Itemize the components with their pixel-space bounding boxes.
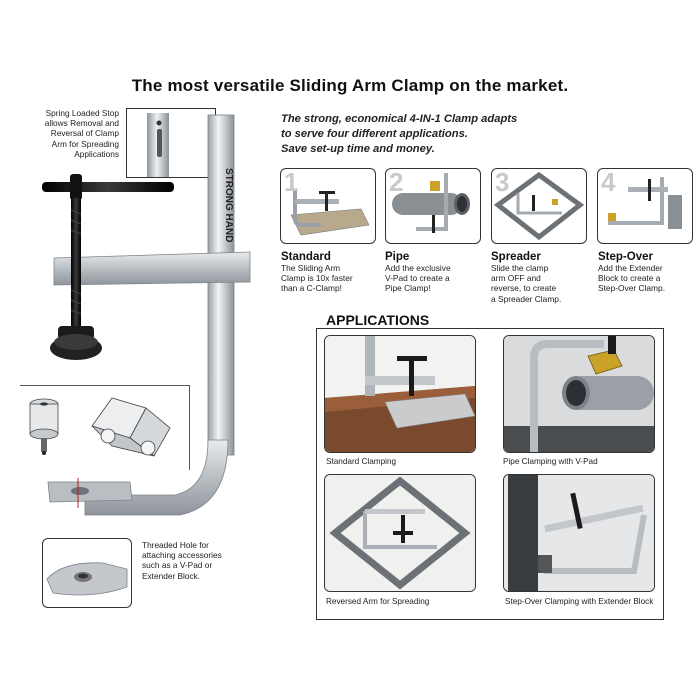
caption-standard-clamping: Standard Clamping <box>326 457 397 466</box>
feature-spreader: Spreader Slide the clamp arm OFF and rev… <box>491 251 591 304</box>
feature-number: 2 <box>389 168 404 197</box>
feature-desc-line: Slide the clamp <box>491 263 549 273</box>
page-headline: The most versatile Sliding Arm Clamp on … <box>131 76 569 95</box>
v-pad-accessory-image <box>20 385 190 470</box>
feature-number: 3 <box>495 168 510 197</box>
feature-title: Step-Over <box>598 251 653 263</box>
brand-text: STRONG HAND <box>223 168 234 242</box>
feature-desc-line: a Spreader Clamp. <box>491 293 562 304</box>
feature-desc-line: than a C-Clamp! <box>281 283 342 294</box>
applications-title: APPLICATIONS <box>326 312 430 328</box>
feature-desc-line: The Sliding Arm <box>281 263 341 273</box>
app-standard-clamping-image <box>324 335 476 453</box>
feature-number: 4 <box>601 168 616 197</box>
feature-step-over: Step-Over Add the Extender Block to crea… <box>598 251 698 294</box>
feature-desc-line: Add the Extender <box>598 263 663 273</box>
applications-panel <box>316 328 664 620</box>
feature-desc-line: reverse, to create <box>491 283 557 294</box>
feature-desc-line: arm OFF and <box>491 273 541 284</box>
feature-step-over-image: 4 <box>597 168 693 244</box>
callout-line: Threaded Hole for <box>142 540 209 550</box>
threaded-hole-detail-image <box>42 538 132 608</box>
app-step-over-image <box>503 474 655 592</box>
callout-line: attaching accessories <box>142 550 222 561</box>
feature-pipe-image: 2 <box>385 168 481 244</box>
feature-spreader-image: 3 <box>491 168 587 244</box>
caption-pipe-clamping: Pipe Clamping with V-Pad <box>503 457 598 466</box>
callout-line: Applications <box>74 148 119 159</box>
feature-pipe: Pipe Add the exclusive V-Pad to create a… <box>385 251 483 294</box>
feature-desc-line: Pipe Clamp! <box>385 283 431 294</box>
feature-desc-line: Block to create a <box>598 273 661 284</box>
callout-line: Arm for Spreading <box>51 138 119 149</box>
feature-desc-line: V-Pad to create a <box>385 273 450 284</box>
feature-standard-image: 1 <box>280 168 376 244</box>
feature-standard: Standard The Sliding Arm Clamp is 10x fa… <box>281 251 379 294</box>
spring-stop-callout: Spring Loaded Stop allows Removal and Re… <box>7 108 119 159</box>
caption-reversed-arm: Reversed Arm for Spreading <box>326 597 430 606</box>
caption-step-over: Step-Over Clamping with Extender Block <box>505 597 654 606</box>
callout-line: Spring Loaded Stop <box>45 108 119 118</box>
tagline: The strong, economical 4-IN-1 Clamp adap… <box>281 112 581 157</box>
callout-line: allows Removal and <box>44 118 119 129</box>
feature-desc-line: Step-Over Clamp. <box>598 283 666 294</box>
feature-title: Spreader <box>491 251 541 263</box>
feature-desc-line: Clamp is 10x faster <box>281 273 353 284</box>
callout-line: Reversal of Clamp <box>50 128 119 139</box>
feature-desc-line: Add the exclusive <box>385 263 451 273</box>
threaded-hole-callout: Threaded Hole for attaching accessories … <box>142 540 252 581</box>
feature-title: Standard <box>281 251 331 263</box>
callout-line: Extender Block. <box>142 570 201 581</box>
tagline-line-2: to serve four different applications. <box>281 128 468 140</box>
feature-number: 1 <box>284 168 299 197</box>
sliding-arm-clamp-image: STRONG HAND <box>20 110 265 530</box>
app-pipe-clamping-image <box>503 335 655 453</box>
tagline-line-3: Save set-up time and money. <box>281 143 435 155</box>
app-reversed-arm-image <box>324 474 476 592</box>
tagline-line-1: The strong, economical 4-IN-1 Clamp adap… <box>281 113 518 125</box>
callout-line: such as a V-Pad or <box>142 560 213 571</box>
feature-title: Pipe <box>385 251 410 263</box>
